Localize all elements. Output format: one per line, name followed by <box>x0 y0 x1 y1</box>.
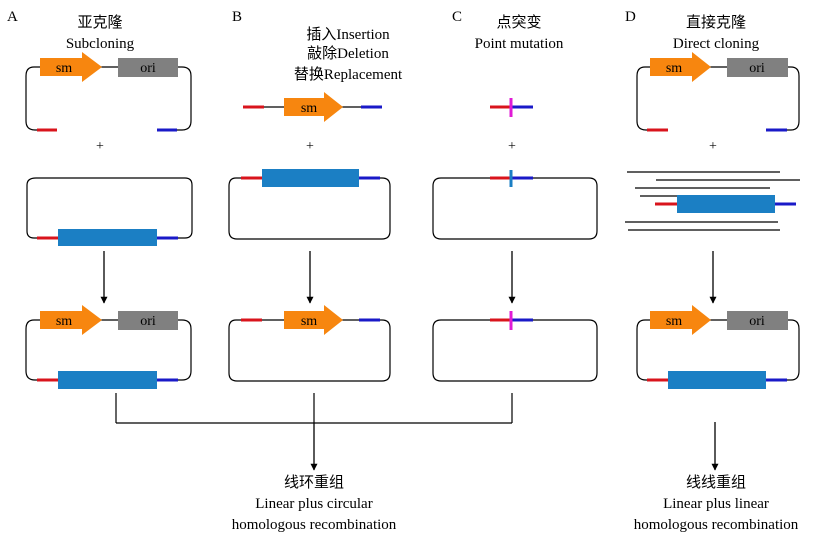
panel-b-letter: B <box>232 9 242 25</box>
panel-d-letter: D <box>625 9 636 25</box>
panel-c-product-plasmid <box>432 311 598 382</box>
sm-label: sm <box>56 314 72 329</box>
panel-d-title-en: Direct cloning <box>673 36 760 52</box>
ori-box <box>727 58 788 77</box>
panel-a-title-cn: 亚克隆 <box>77 14 122 31</box>
plus-sign: + <box>96 139 104 154</box>
panel-a-donor-plasmid: sm ori <box>25 52 192 132</box>
plus-sign: + <box>306 139 314 154</box>
insert-block <box>668 371 766 389</box>
sm-arrow <box>284 92 343 122</box>
panel-a-letter: A <box>7 9 18 25</box>
plus-sign: + <box>508 139 516 154</box>
plus-sign: + <box>709 139 717 154</box>
panel-c-title-en: Point mutation <box>475 36 564 52</box>
panel-d-genomic-fragments <box>625 171 800 231</box>
sm-label: sm <box>666 61 682 76</box>
panel-b-target-vector <box>228 169 391 240</box>
ori-box <box>727 311 788 330</box>
result-circular-cn: 线环重组 <box>284 474 344 491</box>
panel-b-deletion: 敲除Deletion <box>307 45 389 62</box>
sm-label: sm <box>666 314 682 329</box>
sm-arrow <box>650 305 711 335</box>
ori-box <box>118 58 178 77</box>
panel-c-target-vector <box>432 170 598 240</box>
result-linear-en2: homologous recombination <box>634 517 799 533</box>
insert-block <box>58 229 157 246</box>
panel-c: C 点突变 Point mutation + <box>432 9 598 382</box>
panel-a-product-plasmid: sm ori <box>25 305 192 389</box>
panel-c-oligo <box>490 98 533 117</box>
insert-block <box>677 195 775 213</box>
abc-bracket <box>115 393 513 471</box>
panel-d-title-cn: 直接克隆 <box>686 14 746 31</box>
result-linear-en1: Linear plus linear <box>663 496 769 512</box>
panel-b-linear-fragment: sm <box>243 92 382 122</box>
panel-c-title-cn: 点突变 <box>496 14 541 31</box>
panel-d: D 直接克隆 Direct cloning sm ori + <box>625 9 800 533</box>
insert-block <box>58 371 157 389</box>
panel-b-product-plasmid: sm <box>228 305 391 382</box>
sm-arrow <box>650 52 711 82</box>
sm-label: sm <box>301 314 317 329</box>
result-circular-en2: homologous recombination <box>232 517 397 533</box>
panel-a: A 亚克隆 Subcloning sm ori + <box>7 9 193 389</box>
ori-label: ori <box>749 314 765 329</box>
result-circular-en1: Linear plus circular <box>255 496 372 512</box>
ori-label: ori <box>749 61 765 76</box>
panel-c-letter: C <box>452 9 462 25</box>
panel-d-product-plasmid: sm ori <box>636 305 800 389</box>
sm-arrow <box>284 305 343 335</box>
sm-label: sm <box>301 101 317 116</box>
sm-arrow <box>40 52 102 82</box>
result-linear-cn: 线线重组 <box>686 474 746 491</box>
panel-b: B 插入Insertion 敲除Deletion 替换Replacement s… <box>228 9 403 382</box>
ori-label: ori <box>140 61 156 76</box>
panel-d-vector-plasmid: sm ori <box>636 52 800 132</box>
sm-label: sm <box>56 61 72 76</box>
panel-b-insertion: 插入Insertion <box>306 26 390 43</box>
panel-a-title-en: Subcloning <box>66 36 135 52</box>
panel-a-target-vector <box>26 177 193 246</box>
ori-box <box>118 311 178 330</box>
ori-label: ori <box>140 314 156 329</box>
panel-b-replacement: 替换Replacement <box>294 66 403 83</box>
insert-block <box>262 169 359 187</box>
sm-arrow <box>40 305 102 335</box>
